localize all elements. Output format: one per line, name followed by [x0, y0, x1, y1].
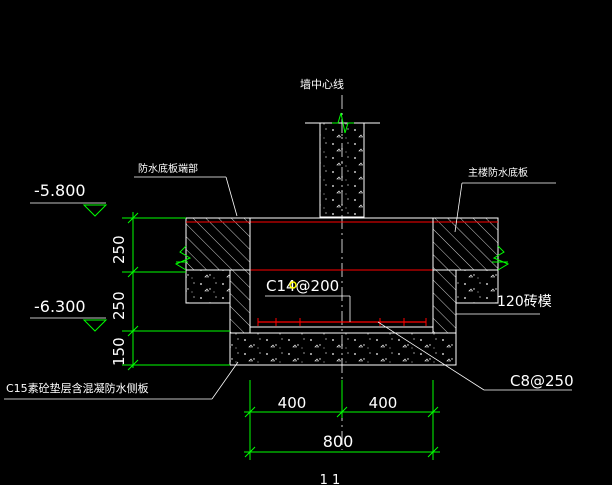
right-lower-concrete	[455, 269, 499, 304]
elevation-triangle-upper	[82, 204, 108, 217]
dim-horizontal-left: 400	[278, 394, 307, 412]
dim-vertical-1: 250	[110, 235, 128, 264]
upper-wall	[319, 122, 365, 218]
left-brick-wall	[229, 269, 251, 334]
left-lower-concrete	[185, 269, 231, 304]
right-slab-hatch	[432, 217, 499, 271]
elevation-lower: -6.300	[34, 297, 86, 316]
wall-centerline-label: 墙中心线	[300, 77, 344, 91]
left-break-line	[174, 245, 192, 271]
dim-vertical-3: 150	[110, 337, 128, 366]
break-symbol	[332, 112, 354, 134]
wall-thickness-label: 120砖模	[497, 294, 552, 310]
right-break-line	[492, 245, 510, 271]
dim-vertical-2: 250	[110, 291, 128, 320]
yellow-marker	[289, 281, 297, 289]
right-brick-wall	[432, 269, 457, 334]
waterproof-edge-label: 防水底板端部	[138, 162, 198, 175]
rebar-bottom-label: C8@250	[510, 372, 574, 390]
vertical-dimension	[122, 212, 230, 371]
horizontal-dimension	[244, 380, 440, 460]
elevation-triangle-lower	[82, 319, 108, 332]
section-mark: 1 1	[320, 473, 341, 485]
rebar-top-label: C14@200	[266, 277, 339, 295]
left-slab-hatch	[185, 217, 251, 271]
elevation-upper: -5.800	[34, 181, 86, 200]
dim-horizontal-total: 800	[323, 432, 354, 451]
cushion-concrete	[229, 332, 457, 366]
cushion-label: C15素砼垫层含混凝防水侧板	[6, 381, 149, 395]
main-slab-label: 主楼防水底板	[468, 166, 528, 179]
dim-horizontal-right: 400	[369, 394, 398, 412]
